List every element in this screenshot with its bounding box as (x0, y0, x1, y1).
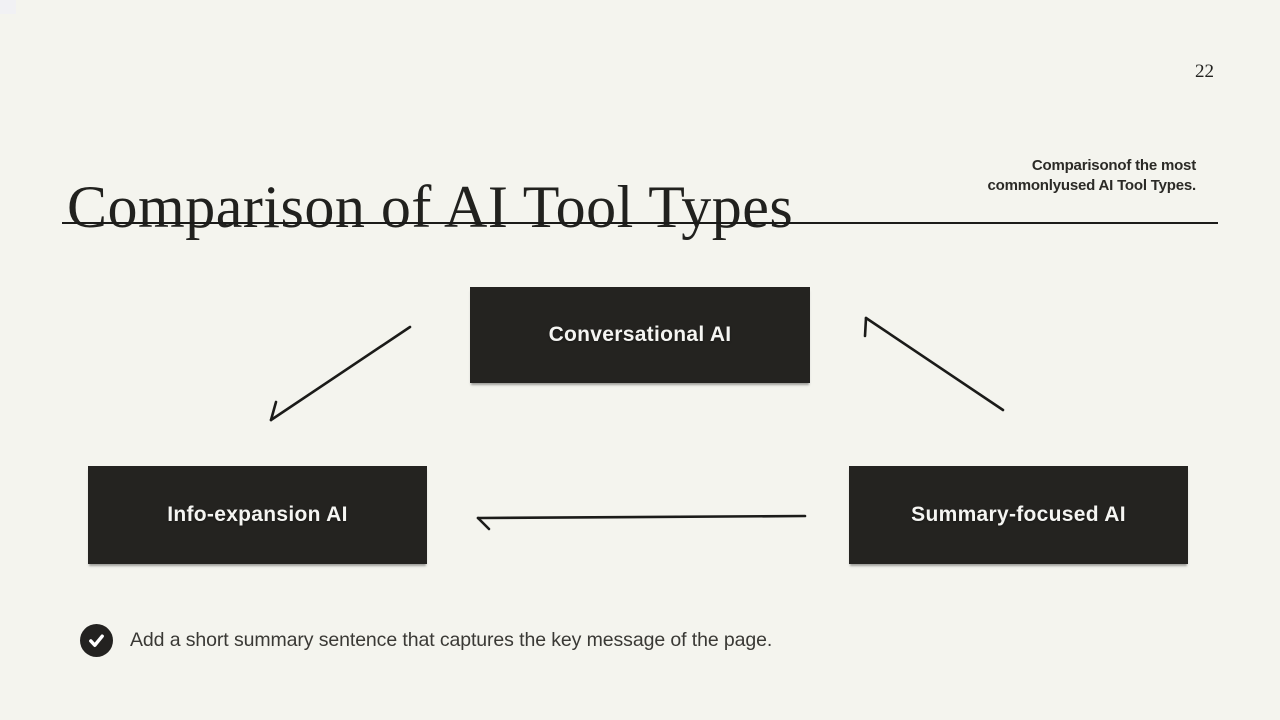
page-number: 22 (1195, 61, 1214, 82)
node-summary-focused-ai[interactable]: Summary-focused AI (849, 466, 1188, 564)
corner-square (0, 0, 16, 14)
arrow-summary-to-conversational (863, 316, 1005, 412)
arrow-summary-to-info (476, 514, 807, 531)
node-info-expansion-ai-label: Info-expansion AI (167, 503, 348, 526)
summary-suggestion-text: Add a short summary sentence that captur… (130, 628, 773, 651)
check-circle-icon (80, 623, 113, 657)
summary-suggestion-note[interactable]: Add a short summary sentence that captur… (80, 623, 772, 657)
node-conversational-ai-label: Conversational AI (548, 323, 732, 346)
node-summary-focused-ai-label: Summary-focused AI (911, 503, 1126, 526)
node-conversational-ai[interactable]: Conversational AI (470, 287, 810, 383)
title-divider-line (62, 222, 1218, 224)
slide-subtitle[interactable]: Comparisonof the most commonlyused AI To… (896, 156, 1196, 196)
slide-subtitle-line2: commonlyused AI Tool Types. (987, 177, 1196, 194)
slide-subtitle-line1: Comparisonof the most (1031, 157, 1196, 174)
arrow-conversational-to-info (269, 325, 412, 422)
node-info-expansion-ai[interactable]: Info-expansion AI (88, 466, 427, 564)
slide-title[interactable]: Comparison of AI Tool Types (67, 174, 794, 241)
